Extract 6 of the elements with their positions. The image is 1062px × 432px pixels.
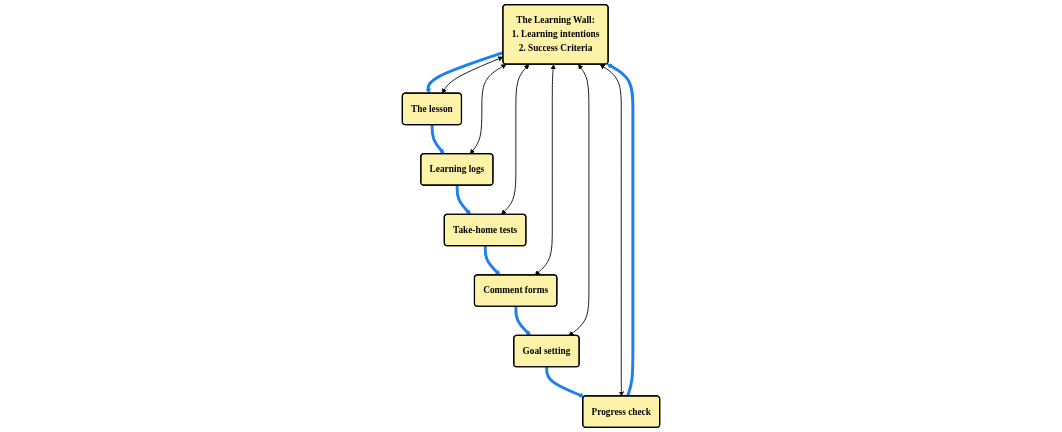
arrow	[606, 63, 635, 397]
arrow	[514, 306, 531, 336]
arrow	[545, 367, 585, 398]
arrow	[430, 124, 445, 155]
arrow	[483, 245, 501, 276]
arrow	[455, 185, 471, 215]
